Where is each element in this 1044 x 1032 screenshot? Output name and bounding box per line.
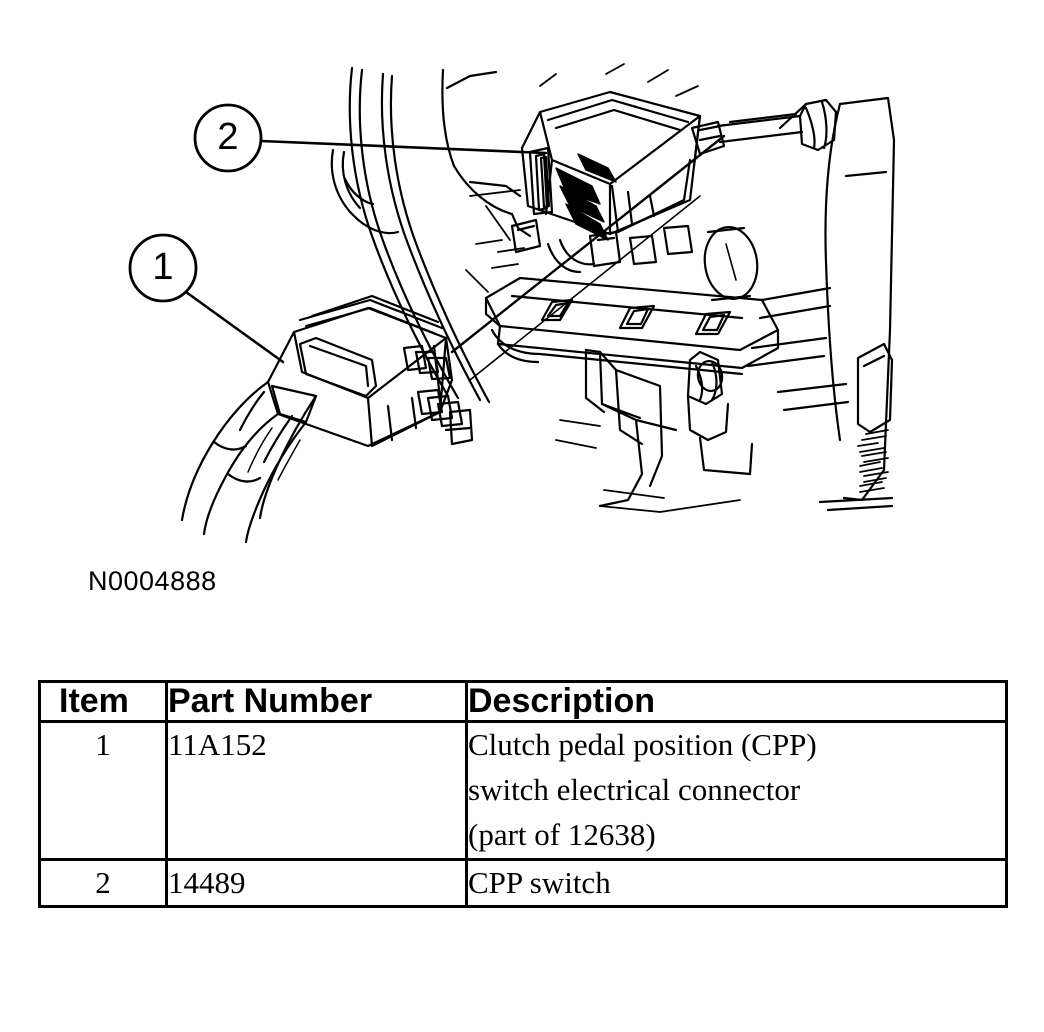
pushrod [716,98,838,152]
column-header-item: Item [38,680,168,723]
pedal-arm [584,348,754,508]
callout-number-2: 2 [217,116,239,158]
cell-item-2: 2 [38,857,168,909]
right-panel [746,96,896,512]
cell-item-1: 1 [38,719,168,861]
illustration-svg [128,63,896,544]
switch-mount-tabs [510,218,694,274]
parts-table: Item Part Number Description 1 11A152 Cl… [38,680,1008,909]
parts-illustration: 2 1 [128,63,896,544]
upper-hook-detail [441,68,532,238]
table-row: 1 11A152 Clutch pedal position (CPP) swi… [38,719,1008,861]
electrical-connector-body [266,294,474,448]
background-structure [465,63,741,513]
cell-description-1: Clutch pedal position (CPP) switch elect… [465,719,1008,861]
bushing-cylinder [696,226,759,393]
description-line: CPP switch [468,864,611,900]
leader-line-2 [259,139,548,155]
figure-id-label: N0004888 [88,566,217,596]
callout-circle-2 [193,103,263,173]
column-header-part-number: Part Number [165,680,468,723]
description-line: (part of 12638) [468,816,656,852]
cell-part-number-1: 11A152 [165,719,468,861]
description-line: Clutch pedal position (CPP) [468,726,817,762]
cell-description-2: CPP switch [465,857,1008,909]
table-row: 2 14489 CPP switch [38,857,1008,909]
table-header-row: Item Part Number Description [38,680,1008,723]
reference-diagonal-2 [469,195,701,381]
column-curves [330,66,491,404]
description-line: switch electrical connector [468,771,801,807]
cell-part-number-2: 14489 [165,857,468,909]
reference-diagonal [450,134,726,354]
callout-circle-1 [128,233,198,303]
parts-table-container: Item Part Number Description 1 11A152 Cl… [38,680,1008,909]
callout-number-1: 1 [152,246,174,288]
pedal-bracket-plate [484,276,780,376]
leader-line-1 [184,290,285,364]
wire-boot [180,380,318,544]
column-header-description: Description [465,680,1008,723]
cpp-switch-body [520,90,726,241]
